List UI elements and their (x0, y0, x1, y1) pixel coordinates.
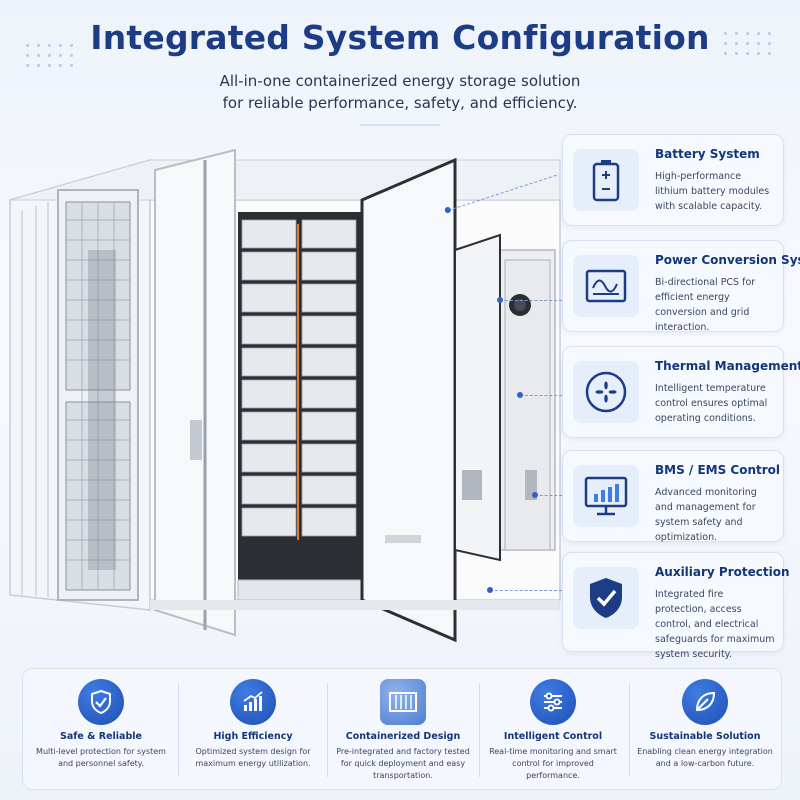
feature-description: Bi-directional PCS for efficient energy … (655, 277, 756, 333)
feature-card-battery-system: Battery System High-performance lithium … (562, 134, 784, 226)
leaf-icon (682, 679, 728, 725)
fan-icon (573, 361, 639, 423)
divider (178, 683, 179, 777)
highlight-description: Multi-level protection for system and pe… (36, 747, 166, 768)
connector-aux (487, 587, 562, 593)
highlight-sustainable-solution: Sustainable Solution Enabling clean ener… (631, 669, 779, 791)
highlight-safe-reliable: Safe & Reliable Multi-level protection f… (27, 669, 175, 791)
connector-bms (532, 492, 562, 498)
sliders-icon (530, 679, 576, 725)
highlights-strip: Safe & Reliable Multi-level protection f… (22, 668, 782, 790)
connector-thermal (517, 392, 562, 398)
highlight-description: Real-time monitoring and smart control f… (489, 747, 617, 780)
decorative-dots-left (26, 44, 74, 67)
highlight-title: Sustainable Solution (649, 731, 761, 742)
divider (327, 683, 328, 777)
divider (479, 683, 480, 777)
feature-description: High-performance lithium battery modules… (655, 171, 770, 212)
page-subtitle: All-in-one containerized energy storage … (0, 70, 800, 114)
highlight-description: Pre-integrated and factory tested for qu… (336, 747, 470, 780)
subtitle-line-2: for reliable performance, safety, and ef… (222, 94, 578, 112)
feature-card-auxiliary-protection: Auxiliary Protection Integrated fire pro… (562, 552, 790, 660)
connector-pcs (497, 297, 562, 303)
feature-title: BMS / EMS Control (655, 463, 781, 477)
feature-title: Thermal Management (655, 359, 800, 373)
feature-title: Power Conversion System (655, 253, 800, 267)
container-icon (380, 679, 426, 725)
feature-description: Intelligent temperature control ensures … (655, 383, 768, 424)
subtitle-line-1: All-in-one containerized energy storage … (219, 72, 581, 90)
highlight-title: Containerized Design (345, 731, 461, 742)
shield-check-icon (78, 679, 124, 725)
highlight-intelligent-control: Intelligent Control Real-time monitoring… (479, 669, 627, 791)
battery-icon (573, 149, 639, 211)
feature-description: Integrated fire protection, access contr… (655, 589, 775, 660)
feature-title: Battery System (655, 147, 760, 161)
highlight-containerized-design: Containerized Design Pre-integrated and … (329, 669, 477, 791)
divider (629, 683, 630, 777)
container-illustration (9, 148, 561, 643)
feature-card-bms-ems: BMS / EMS Control Advanced monitoring an… (562, 450, 784, 543)
feature-card-thermal-management: Thermal Management Intelligent temperatu… (562, 346, 800, 438)
highlight-title: Safe & Reliable (60, 731, 142, 742)
title-divider (360, 124, 440, 126)
highlight-title: Intelligent Control (503, 731, 603, 742)
feature-card-power-conversion: Power Conversion System Bi-directional P… (562, 240, 800, 333)
waveform-monitor-icon (573, 255, 639, 317)
feature-description: Advanced monitoring and management for s… (655, 487, 757, 543)
highlight-description: Enabling clean energy integration and a … (637, 747, 773, 768)
feature-title: Auxiliary Protection (655, 565, 790, 579)
highlight-high-efficiency: High Efficiency Optimized system design … (179, 669, 327, 791)
shield-check-icon (573, 567, 639, 629)
highlight-description: Optimized system design for maximum ener… (195, 747, 311, 768)
decorative-dots-right (724, 32, 772, 55)
page-title: Integrated System Configuration (90, 18, 710, 57)
monitor-chart-icon (573, 465, 639, 527)
highlight-title: High Efficiency (213, 731, 293, 742)
growth-chart-icon (230, 679, 276, 725)
